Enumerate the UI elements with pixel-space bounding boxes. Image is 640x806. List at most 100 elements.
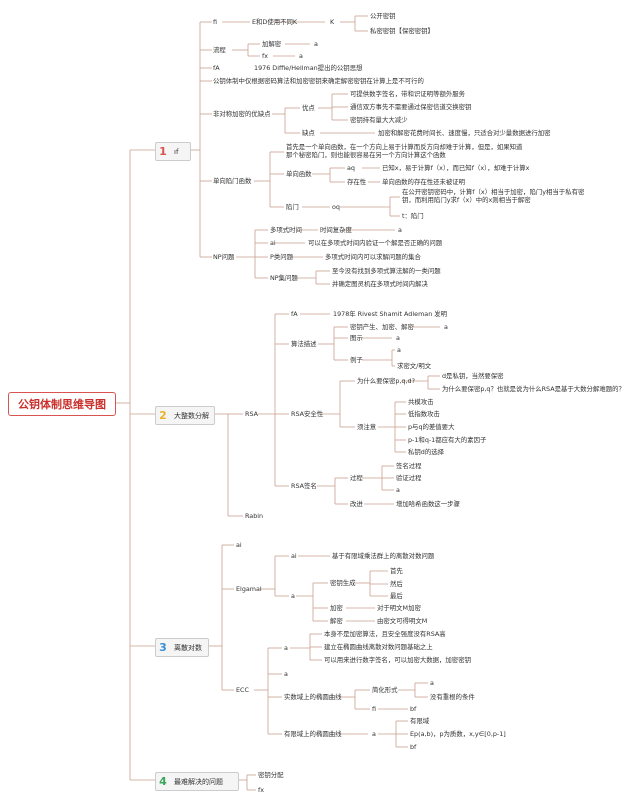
node[interactable]: 为什么要保密p,q？也就是说为什么RSA是基于大数分解难题的？ bbox=[442, 385, 625, 393]
node[interactable]: fx bbox=[262, 52, 269, 60]
node[interactable]: 密钥产生、加密、解密 bbox=[350, 323, 414, 331]
node[interactable]: 有限域上的椭圆曲线 bbox=[284, 730, 342, 738]
node[interactable]: 过程 bbox=[350, 474, 363, 482]
node[interactable]: 由密文可得明文M bbox=[377, 617, 428, 625]
node[interactable]: 增加哈希函数这一步骤 bbox=[396, 500, 460, 508]
node[interactable]: ai bbox=[236, 541, 242, 549]
node[interactable]: 单向函数的存在性还未被证明 bbox=[382, 178, 466, 186]
node[interactable]: RSA安全性 bbox=[291, 410, 324, 418]
node[interactable]: 建立在椭圆曲线离散对数问题基础之上 bbox=[324, 643, 433, 651]
node[interactable]: 公钥体制中仅根据密码算法和加密密钥来确定解密密钥在计算上是不可行的 bbox=[213, 77, 424, 85]
node[interactable]: 可提供数字签名，带和识证明等额外服务 bbox=[350, 90, 466, 98]
node[interactable]: E和D使用不同K bbox=[252, 18, 298, 26]
node[interactable]: a bbox=[291, 592, 295, 600]
node[interactable]: 多项式时间内可以求解问题的集合 bbox=[325, 253, 421, 261]
node[interactable]: 时间复杂度 bbox=[320, 226, 352, 234]
node[interactable]: a bbox=[398, 226, 402, 234]
node[interactable]: 多项式时间 bbox=[270, 226, 302, 234]
node[interactable]: 至今没有找到多项式算法解的一类问题 bbox=[332, 267, 441, 275]
node[interactable]: a bbox=[284, 644, 288, 652]
node[interactable]: 签名过程 bbox=[396, 462, 422, 470]
node[interactable]: 为什么要保密p,q,d? bbox=[357, 377, 415, 385]
node[interactable]: bf bbox=[410, 743, 417, 751]
node[interactable]: 1978年 Rivest Shamit Adleman 发明 bbox=[333, 310, 448, 318]
node[interactable]: a bbox=[430, 679, 434, 687]
node[interactable]: 存在性 bbox=[347, 178, 367, 186]
node[interactable]: K bbox=[330, 18, 335, 26]
node[interactable]: a bbox=[444, 323, 448, 331]
node[interactable]: a bbox=[396, 334, 400, 342]
node[interactable]: 私钥d的选择 bbox=[408, 448, 445, 456]
node[interactable]: Ep(a,b)，p为质数，x,y∈[0,p-1] bbox=[410, 730, 506, 738]
node[interactable]: fA bbox=[291, 310, 298, 318]
node[interactable]: 可以用来进行数字签名，可以加密大数据，加密密钥 bbox=[324, 656, 471, 664]
node[interactable]: NP问题 bbox=[213, 253, 235, 261]
node[interactable]: 并确定图灵机在多项式时间内解决 bbox=[332, 280, 428, 288]
node[interactable]: 加密 bbox=[330, 604, 343, 612]
node[interactable]: 没有重根的条件 bbox=[430, 693, 475, 701]
section-3-node[interactable]: 3 离散对数 bbox=[155, 638, 209, 657]
node[interactable]: NP集问题 bbox=[270, 274, 298, 282]
root-node[interactable]: 公钥体制思维导图 bbox=[8, 392, 116, 416]
node[interactable]: 低指数攻击 bbox=[408, 410, 440, 418]
node[interactable]: 共模攻击 bbox=[408, 398, 434, 406]
node[interactable]: aq bbox=[347, 164, 355, 172]
node[interactable]: 对于明文M加密 bbox=[377, 604, 421, 612]
node[interactable]: a bbox=[396, 486, 400, 494]
node[interactable]: 通信双方事先不需要通过保密信道交换密钥 bbox=[350, 103, 472, 111]
node[interactable]: 密钥生成 bbox=[330, 579, 356, 587]
node[interactable]: 算法描述 bbox=[291, 340, 317, 348]
node[interactable]: bf bbox=[410, 705, 417, 713]
node[interactable]: 非对称加密的优缺点 bbox=[213, 110, 271, 118]
node[interactable]: RSA签名 bbox=[291, 482, 317, 490]
node[interactable]: 加解密 bbox=[262, 40, 282, 48]
node[interactable]: oq bbox=[332, 203, 340, 211]
node[interactable]: 1976 Diffie/Hellman提出的公钥思想 bbox=[254, 64, 363, 72]
node[interactable]: p-1和q-1都应有大的素因子 bbox=[408, 436, 487, 444]
node[interactable]: fA bbox=[213, 64, 220, 72]
node[interactable]: 公开密钥 bbox=[370, 12, 396, 20]
node[interactable]: 简化形式 bbox=[372, 686, 398, 694]
section-2-node[interactable]: 2 大整数分解 bbox=[155, 406, 215, 425]
node[interactable]: 然后 bbox=[390, 580, 403, 588]
node[interactable]: 有限域 bbox=[410, 717, 430, 725]
node[interactable]: 缺点 bbox=[302, 129, 315, 137]
node[interactable]: fi bbox=[213, 18, 218, 26]
node[interactable]: 首先 bbox=[390, 567, 403, 575]
node[interactable]: Rabin bbox=[245, 512, 264, 520]
node[interactable]: a bbox=[284, 670, 288, 678]
node[interactable]: a bbox=[372, 730, 376, 738]
node[interactable]: P类问题 bbox=[270, 253, 294, 261]
node[interactable]: 在公开密钥密码中，计算f（x）相当于加密，陷门y相当于私有密钥，而利用陷门y求f… bbox=[402, 188, 585, 204]
node[interactable]: d是私钥，当然要保密 bbox=[442, 372, 504, 380]
node[interactable]: fx bbox=[258, 786, 265, 794]
node[interactable]: 流程 bbox=[213, 46, 226, 54]
node[interactable]: 求密文/明文 bbox=[397, 362, 432, 370]
node[interactable]: 验证过程 bbox=[396, 474, 422, 482]
node[interactable]: 须注意 bbox=[357, 423, 377, 431]
node[interactable]: 解密 bbox=[330, 617, 343, 625]
node[interactable]: 密钥持有量大大减少 bbox=[350, 116, 408, 124]
node[interactable]: 本身不是加密算法，且安全强度没有RSA高 bbox=[324, 630, 446, 638]
node[interactable]: 改进 bbox=[350, 500, 363, 508]
node[interactable]: 密钥分配 bbox=[258, 771, 284, 779]
node[interactable]: p与q的差值要大 bbox=[408, 423, 455, 431]
node[interactable]: a bbox=[397, 346, 401, 354]
node[interactable]: a bbox=[299, 52, 303, 60]
node[interactable]: Elgamal bbox=[236, 585, 262, 593]
node[interactable]: 加密和解密花费时间长、速度慢，只适合对少量数据进行加密 bbox=[378, 129, 551, 137]
node[interactable]: 最后 bbox=[390, 592, 403, 600]
node[interactable]: 例子 bbox=[350, 356, 363, 364]
node[interactable]: RSA bbox=[245, 410, 258, 418]
node[interactable]: 首先是一个单向函数，在一个方向上易于计算而反方向却难于计算，但是，如果知道那个秘… bbox=[286, 143, 523, 159]
node[interactable]: 私密密钥【保密密钥】 bbox=[370, 27, 434, 35]
node[interactable]: ECC bbox=[236, 686, 249, 694]
node[interactable]: fi bbox=[372, 705, 377, 713]
node[interactable]: ai bbox=[291, 552, 297, 560]
node[interactable]: 单向陷门函数 bbox=[213, 177, 252, 185]
section-4-node[interactable]: 4 最难解决的问题 bbox=[155, 772, 239, 791]
node[interactable]: t：陷门 bbox=[402, 212, 424, 220]
node[interactable]: 可以在多项式时间内验证一个解是否正确的问题 bbox=[308, 239, 443, 247]
node[interactable]: a bbox=[314, 40, 318, 48]
node[interactable]: 实数域上的椭圆曲线 bbox=[284, 693, 342, 701]
